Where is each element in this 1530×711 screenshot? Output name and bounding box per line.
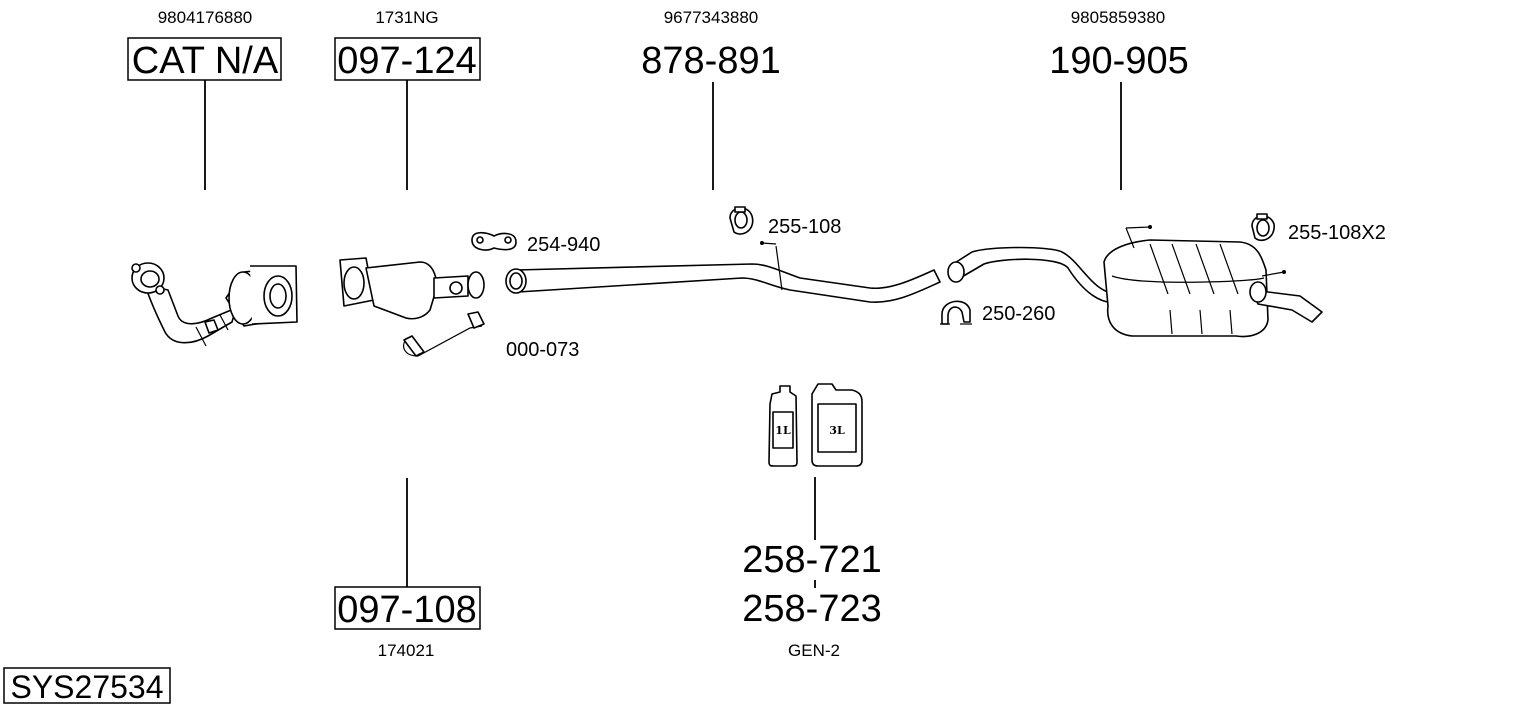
ref-catalyst-front: CAT N/A — [132, 40, 279, 82]
label-catalyst-main: 1731NG 097-124 — [334, 8, 481, 190]
ref-box-catalyst-main — [334, 37, 481, 81]
ref-centre-pipe: 878-891 — [641, 40, 780, 82]
ref-rubber-mount-rear: 255-108X2 — [1288, 222, 1386, 244]
catalyst-front-drawing — [131, 262, 298, 347]
ref-box-catalyst-front — [127, 37, 282, 81]
rear-silencer-drawing — [947, 225, 1323, 338]
rubber-mount-drawing — [729, 206, 754, 235]
rubber-mount-rear-drawing — [1251, 213, 1275, 242]
paste-note: GEN-2 — [788, 641, 840, 660]
system-id: SYS27534 — [3, 667, 171, 705]
oe-number-rear-silencer: 9805859380 — [1071, 8, 1166, 27]
ref-paste-1: 258-721 — [742, 539, 881, 581]
label-catalyst-fitting-kit: 097-108 174021 — [334, 478, 481, 660]
paste-cans-drawing: 1L 3L — [768, 383, 863, 467]
oe-number-fitting-kit: 174021 — [378, 641, 435, 660]
label-paste: 258-721 258-723 GEN-2 — [742, 477, 882, 660]
paste-can-1-label: 1L — [775, 424, 791, 437]
label-catalyst-front: 9804176880 CAT N/A — [127, 8, 282, 190]
ref-paste-2: 258-723 — [742, 588, 881, 630]
oe-number-catalyst-front: 9804176880 — [158, 8, 253, 27]
label-rear-silencer: 9805859380 190-905 — [1049, 8, 1189, 190]
oe-number-centre-pipe: 9677343880 — [664, 8, 759, 27]
paste-can-2-label: 3L — [829, 424, 845, 437]
centre-pipe-drawing — [505, 241, 941, 303]
clamp-drawing — [940, 300, 972, 325]
ref-rear-silencer: 190-905 — [1049, 40, 1188, 82]
ref-rubber-mount: 255-108 — [768, 216, 841, 238]
label-centre-pipe: 9677343880 878-891 — [641, 8, 781, 190]
ref-fitting-kit: 097-108 — [337, 589, 476, 631]
gasket-drawing — [471, 231, 517, 251]
oe-number-catalyst-main: 1731NG — [375, 8, 438, 27]
ref-box-fitting-kit — [334, 586, 481, 630]
ref-catalyst-main: 097-124 — [337, 40, 476, 82]
ref-gasket: 254-940 — [527, 234, 600, 256]
ref-sensor-pipe: 000-073 — [506, 339, 579, 361]
system-id-box — [3, 667, 171, 704]
system-id-text: SYS27534 — [10, 669, 163, 705]
ref-clamp: 250-260 — [982, 303, 1055, 325]
catalyst-main-drawing — [339, 257, 485, 357]
